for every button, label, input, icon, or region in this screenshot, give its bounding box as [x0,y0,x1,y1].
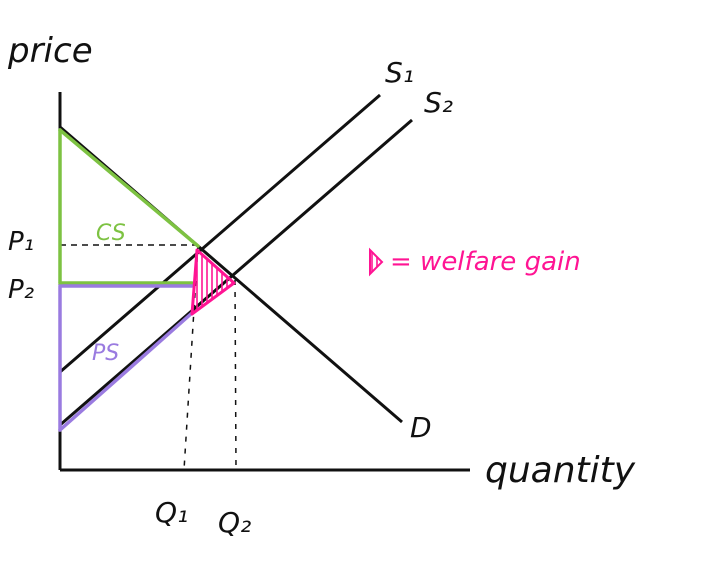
producer-surplus-area [58,284,194,432]
supply-1-label: S₁ [385,56,414,89]
quantity-1-label: Q₁ [155,496,188,529]
x-axis-label: quantity [485,450,636,491]
legend-label: = welfare gain [390,247,581,277]
demand-label: D [410,411,432,444]
welfare-gain-triangle [190,248,236,316]
consumer-surplus-label: CS [96,221,126,246]
q2-guide-line [234,279,237,471]
y-axis-label: price [7,31,93,71]
producer-surplus-label: PS [92,341,119,366]
price-2-label: P₂ [8,275,34,305]
consumer-surplus-area [58,128,200,285]
quantity-2-label: Q₂ [218,506,251,539]
supply-curve-1 [59,93,381,374]
price-1-label: P₁ [8,227,34,257]
legend: = welfare gain [369,247,581,277]
supply-2-label: S₂ [424,86,453,119]
supply-curve-2 [59,118,413,427]
hatched-triangle-icon [369,247,384,277]
